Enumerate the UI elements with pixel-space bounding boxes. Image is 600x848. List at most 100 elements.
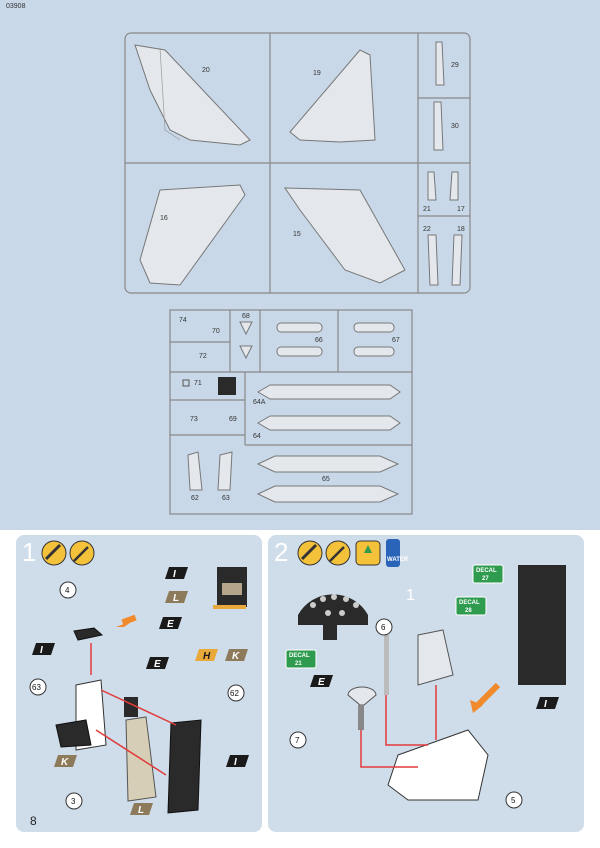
part-64 xyxy=(257,415,401,431)
part-4 xyxy=(73,627,104,641)
color-flag-l-2: L xyxy=(130,803,153,816)
label-70: 70 xyxy=(212,328,220,335)
color-flag-k-1: K xyxy=(225,649,248,662)
part-30 xyxy=(433,101,444,151)
label-68: 68 xyxy=(242,313,250,320)
svg-text:I: I xyxy=(40,645,43,656)
paint-brush-icon xyxy=(325,540,351,566)
color-flag-l-1: L xyxy=(165,591,188,604)
svg-text:7: 7 xyxy=(295,736,300,745)
color-flag-i-3: I xyxy=(226,755,249,768)
part-21 xyxy=(427,171,437,201)
color-flag-i-2: I xyxy=(32,643,55,656)
decal-27: DECAL 27 xyxy=(472,564,504,584)
svg-text:K: K xyxy=(232,651,240,662)
svg-text:L: L xyxy=(173,593,179,604)
side-console-part xyxy=(518,565,566,685)
seat-side-62 xyxy=(167,719,202,814)
label-17: 17 xyxy=(457,206,465,213)
part-62 xyxy=(187,451,203,491)
label-65: 65 xyxy=(322,476,330,483)
svg-text:28: 28 xyxy=(465,608,472,614)
svg-text:I: I xyxy=(234,757,237,768)
glue-icon xyxy=(297,540,323,566)
part-65b xyxy=(256,485,400,503)
wing-part-16 xyxy=(139,184,246,286)
product-code: 03908 xyxy=(6,3,26,10)
label-20: 20 xyxy=(202,67,210,74)
callout-7: 7 xyxy=(289,731,307,749)
part-67a xyxy=(353,322,395,333)
callout-4: 4 xyxy=(59,581,77,599)
svg-text:6: 6 xyxy=(381,623,386,632)
part-18 xyxy=(451,234,463,286)
label-74: 74 xyxy=(179,317,187,324)
callout-3: 3 xyxy=(65,792,83,810)
color-flag-i: I xyxy=(536,697,559,710)
color-flag-i-1: I xyxy=(165,567,188,580)
color-flag-e-1: E xyxy=(159,617,182,630)
part-68a xyxy=(239,321,253,336)
label-18: 18 xyxy=(457,226,465,233)
color-flag-e: E xyxy=(310,675,333,688)
wing-part-20 xyxy=(134,44,251,146)
label-67: 67 xyxy=(392,337,400,344)
svg-text:27: 27 xyxy=(482,576,489,582)
instrument-panel xyxy=(298,594,368,625)
label-66: 66 xyxy=(315,337,323,344)
label-64: 64 xyxy=(253,433,261,440)
svg-text:E: E xyxy=(167,619,174,630)
label-63: 63 xyxy=(222,495,230,502)
sprue-area: 03908 xyxy=(0,0,600,530)
step-1-panel: 1 4 63 xyxy=(16,535,262,832)
color-flag-h: H xyxy=(195,649,218,662)
svg-text:I: I xyxy=(173,569,176,580)
step-2-number: 2 xyxy=(274,537,289,567)
sprue-drawing: 20 19 29 30 16 15 21 17 22 18 74 70 72 6… xyxy=(124,32,471,515)
paint-brush-icon xyxy=(69,540,95,566)
callout-62: 62 xyxy=(227,684,245,702)
label-73: 73 xyxy=(190,416,198,423)
svg-text:3: 3 xyxy=(71,797,76,806)
svg-text:WATER: WATER xyxy=(387,557,409,563)
color-flag-k-2: K xyxy=(54,755,77,768)
svg-text:62: 62 xyxy=(230,689,239,698)
part-29 xyxy=(435,41,445,86)
step-2-diagram: WATER DECAL 27 DECAL xyxy=(285,539,566,809)
label-15: 15 xyxy=(293,231,301,238)
svg-text:DECAL: DECAL xyxy=(289,653,310,659)
label-19: 19 xyxy=(313,70,321,77)
svg-text:K: K xyxy=(61,757,69,768)
label-30: 30 xyxy=(451,123,459,130)
callout-6: 6 xyxy=(375,618,393,636)
svg-text:E: E xyxy=(154,659,161,670)
svg-text:I: I xyxy=(544,699,547,710)
step-1-diagram: 4 63 62 3 I L E H K I E K I L xyxy=(29,540,249,816)
label-16: 16 xyxy=(160,215,168,222)
svg-text:63: 63 xyxy=(32,683,41,692)
callout-5: 5 xyxy=(505,791,523,809)
decal-water-icon: WATER xyxy=(386,539,409,567)
svg-text:DECAL: DECAL xyxy=(459,600,480,606)
sub-step-number: 1 xyxy=(406,587,415,604)
step-1-number: 1 xyxy=(22,537,37,567)
color-flag-e-2: E xyxy=(146,657,169,670)
part-66b xyxy=(276,346,323,357)
label-64a: 64A xyxy=(253,399,266,406)
wing-part-19 xyxy=(289,49,376,143)
label-22: 22 xyxy=(423,226,431,233)
control-part-7 xyxy=(347,686,377,706)
part-6 xyxy=(384,635,389,695)
decal-21: DECAL 21 xyxy=(285,649,317,669)
svg-text:E: E xyxy=(318,677,325,688)
part-67b xyxy=(353,346,395,357)
label-21: 21 xyxy=(423,206,431,213)
cockpit-tub-5 xyxy=(387,729,489,801)
step-2-panel: 2 WATER xyxy=(268,535,584,832)
label-62: 62 xyxy=(191,495,199,502)
part-22 xyxy=(427,234,439,286)
part-17 xyxy=(449,171,459,201)
part-65a xyxy=(256,455,400,473)
glue-icon xyxy=(41,540,67,566)
wing-part-15 xyxy=(284,187,406,284)
